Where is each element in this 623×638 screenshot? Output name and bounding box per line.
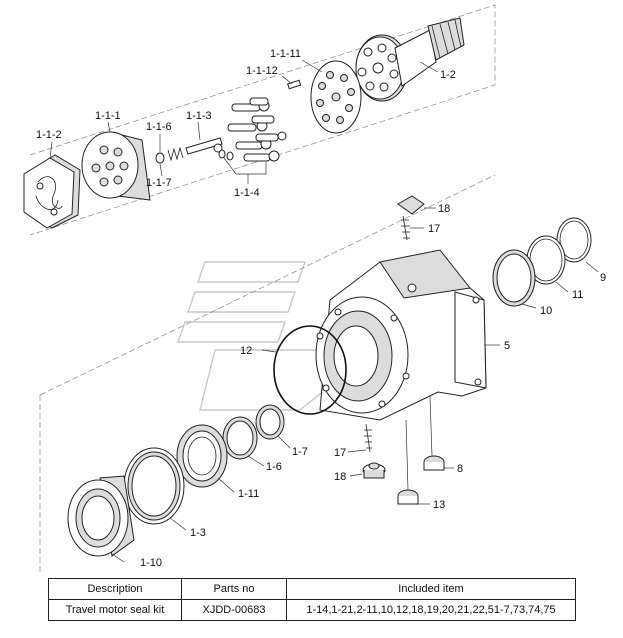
column-header-description: Description <box>48 578 182 600</box>
column-header-parts-no: Parts no <box>181 578 287 600</box>
label-1-1-7: 1-1-7 <box>146 177 172 189</box>
oil-seal-part <box>123 447 185 525</box>
label-1-1-4: 1-1-4 <box>234 187 260 199</box>
label-8: 8 <box>457 463 463 475</box>
cylinder-block-part <box>81 131 151 201</box>
spring-part <box>167 146 184 162</box>
bearing-1-11-part <box>176 424 228 488</box>
label-1-10: 1-10 <box>140 557 162 569</box>
label-1-2: 1-2 <box>440 69 456 81</box>
label-17-lower: 17 <box>334 447 346 459</box>
seal-1-6-part <box>222 416 258 460</box>
lower-plug-part <box>362 462 386 479</box>
label-18-lower: 18 <box>334 471 346 483</box>
label-11-ring: 11 <box>572 289 583 301</box>
pin-part <box>287 79 302 90</box>
motor-housing-part <box>315 249 487 421</box>
column-header-included-item: Included item <box>286 578 576 600</box>
seal-ring-part <box>492 249 536 307</box>
cell-description: Travel motor seal kit <box>48 599 182 621</box>
bearing-1-10-part <box>67 475 135 557</box>
o-ring-part <box>273 325 347 415</box>
label-1-1-3: 1-1-3 <box>186 110 212 122</box>
cell-included-item: 1-14,1-21,2-11,10,12,18,19,20,21,22,51-7… <box>286 599 576 621</box>
label-1-7: 1-7 <box>292 446 308 458</box>
label-1-3: 1-3 <box>190 527 206 539</box>
washer-part <box>155 152 165 164</box>
end-cover-part <box>23 154 81 229</box>
label-1-11: 1-11 <box>238 488 259 500</box>
seal-1-7-part <box>255 404 285 440</box>
piston-set-part <box>218 97 287 162</box>
label-1-1-2: 1-1-2 <box>36 129 62 141</box>
drive-shaft-part <box>355 17 465 102</box>
plug-8-part <box>423 455 445 471</box>
label-13: 13 <box>433 499 445 511</box>
lower-screw-part <box>364 423 372 453</box>
table-header-row: Description Parts no Included item <box>48 578 576 600</box>
upper-plug-part <box>397 195 425 215</box>
label-10: 10 <box>540 305 552 317</box>
label-1-1-6: 1-1-6 <box>146 121 172 133</box>
leader-lines <box>49 59 599 563</box>
exploded-parts-diagram: 1-1-11 1-1-12 1-2 1-1-1 1-1-2 1-1-3 1-1-… <box>23 4 606 575</box>
upper-screw-part <box>401 215 410 241</box>
table-row: Travel motor seal kit XJDD-00683 1-14,1-… <box>48 599 576 621</box>
label-17-upper: 17 <box>428 223 440 235</box>
cell-parts-no: XJDD-00683 <box>181 599 287 621</box>
part-labels: 1-1-11 1-1-12 1-2 1-1-1 1-1-2 1-1-3 1-1-… <box>36 48 606 569</box>
seal-kit-table: Description Parts no Included item Trave… <box>48 578 576 621</box>
rod-part <box>185 137 223 155</box>
label-18-upper: 18 <box>438 203 450 215</box>
label-1-1-1: 1-1-1 <box>95 110 121 122</box>
label-1-6: 1-6 <box>266 461 282 473</box>
valve-plate-part <box>310 60 362 134</box>
plug-13-part <box>397 489 419 505</box>
label-12: 12 <box>240 345 252 357</box>
label-1-1-11: 1-1-11 <box>270 48 301 60</box>
label-9: 9 <box>600 272 606 284</box>
label-1-1-12: 1-1-12 <box>246 65 278 77</box>
label-5: 5 <box>504 340 510 352</box>
